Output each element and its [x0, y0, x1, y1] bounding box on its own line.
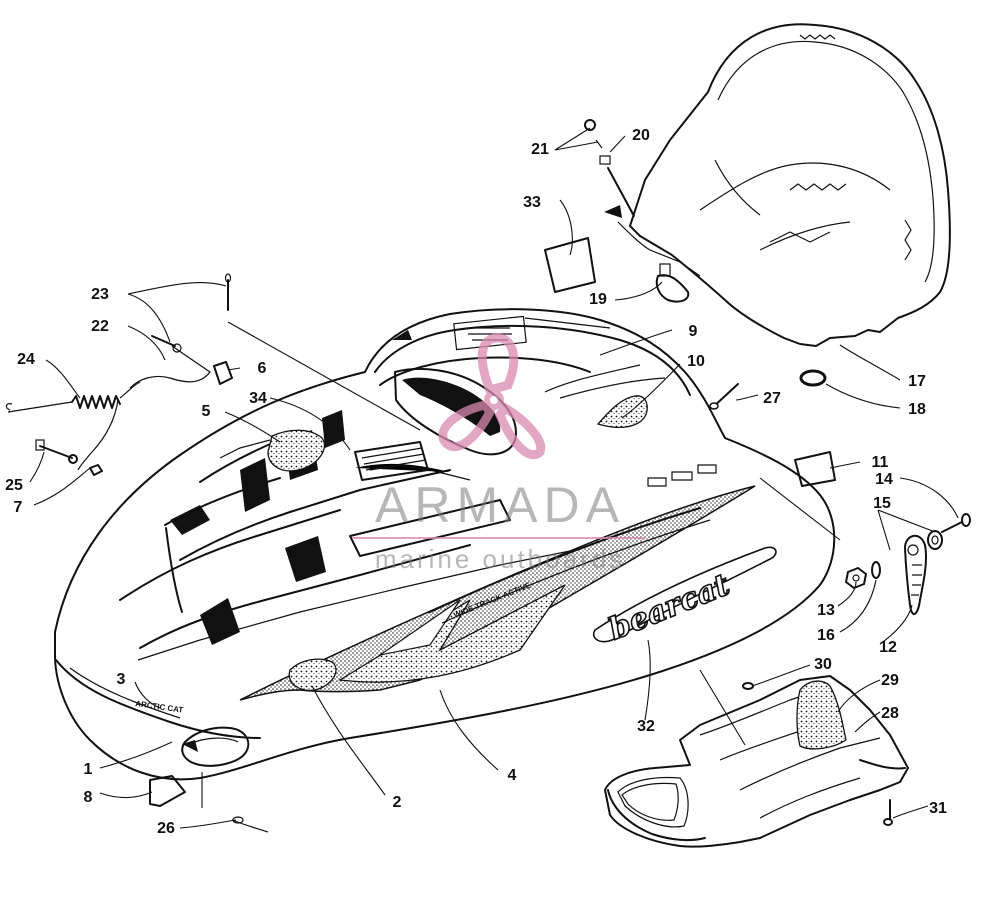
bolt-25 — [35, 439, 78, 464]
callout-15: 15 — [873, 495, 891, 512]
callout-22: 22 — [91, 318, 109, 335]
air-intake-duct — [604, 675, 909, 848]
callout-24: 24 — [17, 351, 35, 368]
callout-29: 29 — [881, 672, 899, 689]
callout-7: 7 — [14, 499, 23, 516]
clip-6 — [213, 361, 233, 385]
headlight-opening — [181, 726, 250, 767]
hood-strap-12 — [904, 534, 928, 615]
callout-14: 14 — [875, 471, 893, 488]
emblem-2 — [288, 658, 337, 691]
callout-8: 8 — [84, 789, 93, 806]
bracket-8 — [149, 775, 186, 807]
rivet-23 — [224, 273, 232, 311]
rivet-26 — [231, 816, 269, 833]
callout-17: 17 — [908, 373, 926, 390]
callout-19: 19 — [589, 291, 607, 308]
model-script-text: bearcat — [604, 567, 735, 647]
callout-5: 5 — [202, 403, 211, 420]
callout-34: 34 — [249, 390, 267, 407]
plate-34 — [354, 441, 429, 481]
callout-2: 2 — [393, 794, 402, 811]
callout-30: 30 — [814, 656, 832, 673]
decal-33 — [544, 237, 596, 293]
watermark-name: ARMADA — [375, 477, 625, 533]
callout-16: 16 — [817, 627, 835, 644]
side-stripe-decal: WIDE TRACK ACTIVE — [239, 485, 756, 701]
callout-20: 20 — [632, 127, 650, 144]
screw-20 — [599, 155, 635, 217]
callout-11: 11 — [872, 454, 889, 471]
screw-31 — [883, 799, 893, 826]
leader-lines — [29, 127, 959, 829]
spring-24 — [5, 381, 141, 413]
callout-31: 31 — [929, 800, 947, 817]
callout-28: 28 — [881, 705, 899, 722]
callout-33: 33 — [523, 194, 541, 211]
washer-13 — [845, 567, 867, 589]
callout-1: 1 — [84, 761, 93, 778]
callout-12: 12 — [879, 639, 897, 656]
fastener-19 — [655, 263, 690, 303]
watermark-tagline: marine outboards — [375, 544, 625, 574]
windshield — [617, 23, 951, 347]
callout-18: 18 — [908, 401, 926, 418]
nut-21 — [584, 119, 603, 149]
callout-27: 27 — [763, 390, 781, 407]
callout-26: 26 — [157, 820, 175, 837]
cable-7 — [77, 399, 119, 476]
propeller-logo — [438, 333, 546, 460]
spacer-15 — [927, 530, 943, 550]
callout-25: 25 — [5, 477, 23, 494]
callout-32: 32 — [637, 718, 655, 735]
callout-13: 13 — [817, 602, 835, 619]
rivet-27 — [709, 383, 739, 410]
callout-labels: 1234567891011121314151617181920212223242… — [5, 127, 947, 837]
washer-30 — [742, 682, 754, 690]
arrow-markers — [392, 205, 622, 340]
callout-23: 23 — [91, 286, 109, 303]
screw-14 — [941, 513, 971, 533]
decal-11 — [794, 451, 836, 487]
callout-4: 4 — [508, 767, 517, 784]
watermark: ARMADA marine outboards — [352, 333, 645, 574]
cable-22 — [129, 335, 211, 389]
washer-16 — [871, 561, 881, 579]
decal-5 — [267, 429, 326, 472]
callout-6: 6 — [258, 360, 267, 377]
callout-3: 3 — [117, 671, 126, 688]
callout-9: 9 — [689, 323, 698, 340]
callout-10: 10 — [687, 353, 705, 370]
decal-10 — [596, 395, 648, 429]
grommet-18 — [799, 369, 827, 387]
callout-21: 21 — [531, 141, 549, 158]
